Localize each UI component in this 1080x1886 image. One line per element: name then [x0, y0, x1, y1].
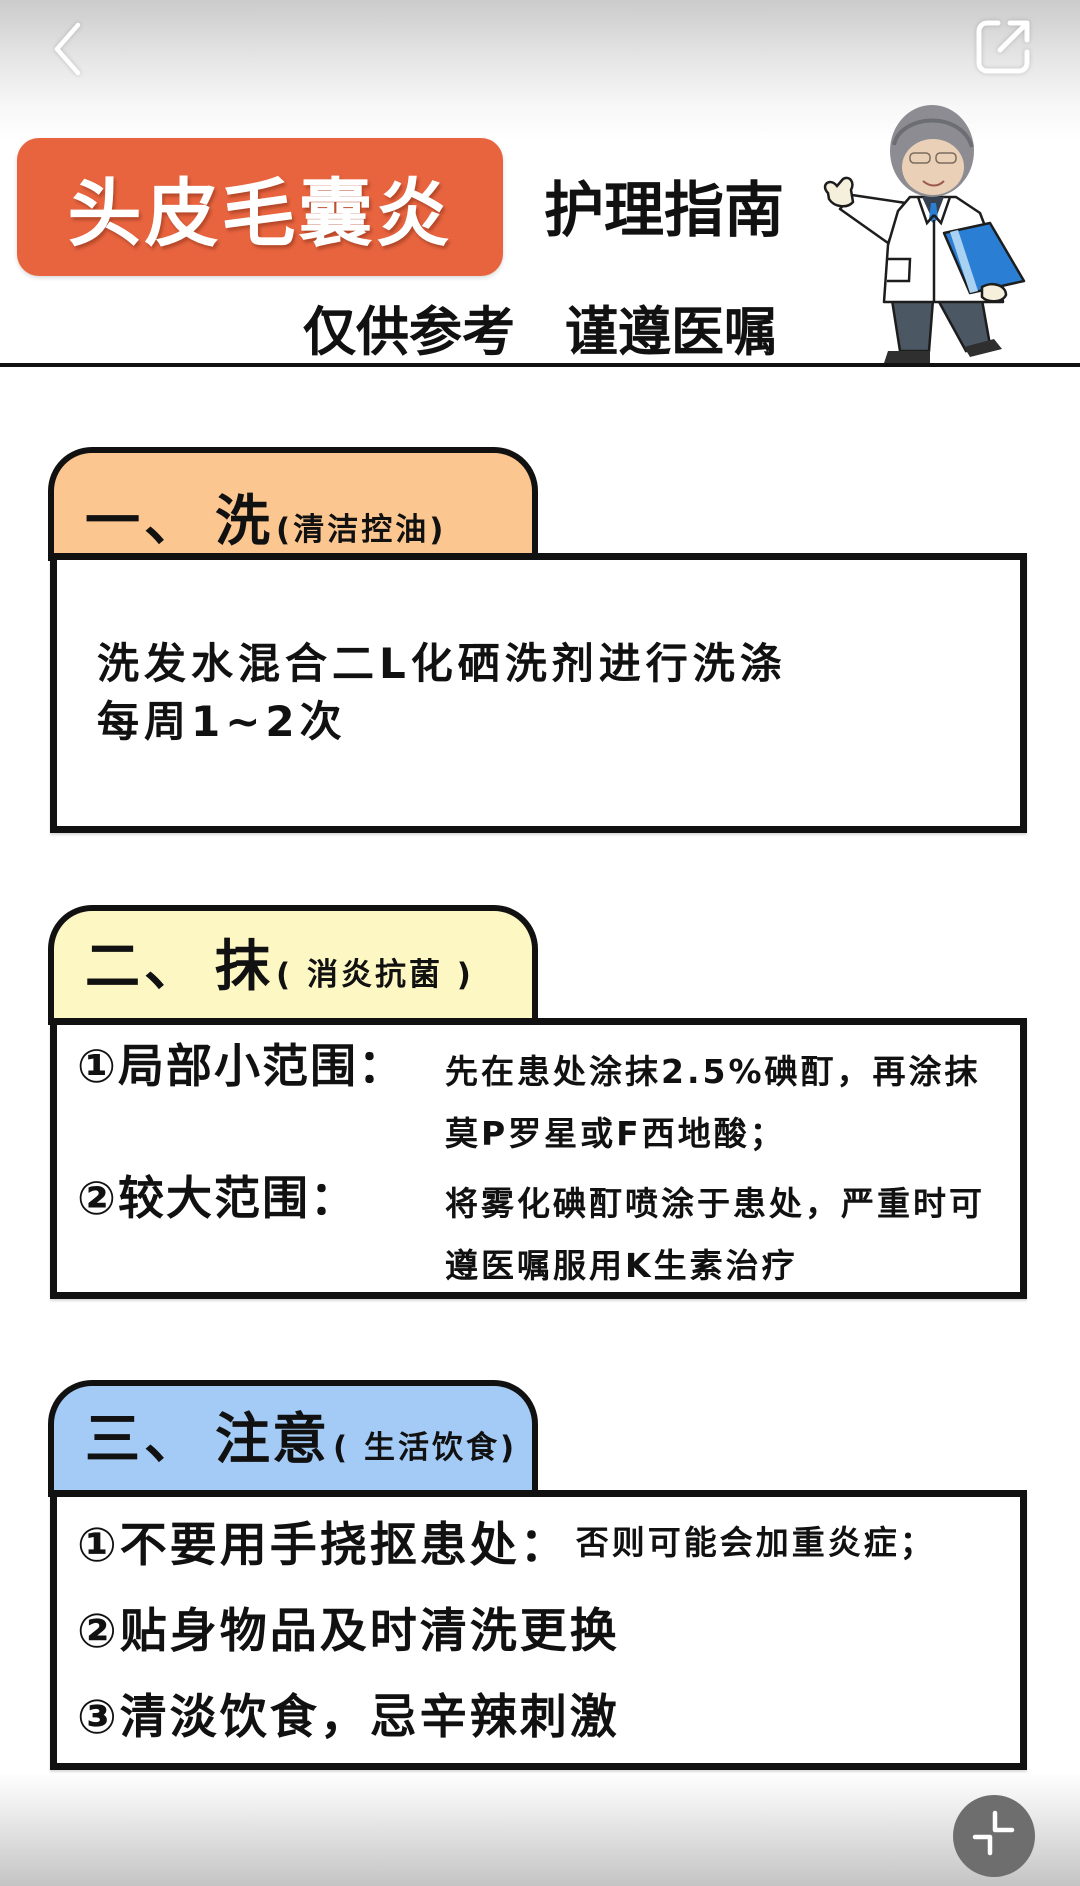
list-item: ①局部小范围： 先在患处涂抹2.5%碘酊，再涂抹 莫P罗星或F西地酸； — [77, 1035, 1017, 1165]
back-button[interactable] — [50, 20, 86, 78]
section-title: 洗 — [215, 489, 273, 553]
section-title: 注意 — [215, 1407, 330, 1471]
section-subtitle: ( 消炎抗菌 ) — [276, 957, 474, 993]
section-subtitle: ( 生活饮食) — [333, 1430, 518, 1466]
item-label: ②较大范围： — [77, 1171, 358, 1225]
section-tab-notes: 三、 注意 ( 生活饮食) — [48, 1380, 538, 1497]
title-badge-text: 头皮毛囊炎 — [67, 170, 453, 257]
item-description-line: 莫P罗星或F西地酸； — [445, 1114, 786, 1153]
item-label: ①不要用手挠抠患处： — [77, 1517, 570, 1573]
section-number: 三、 — [85, 1407, 204, 1471]
doctor-illustration-icon — [823, 105, 1026, 363]
disclaimer-follow-doctor: 谨遵医嘱 — [565, 302, 777, 363]
section-number: 二、 — [85, 934, 204, 998]
share-external-icon — [976, 20, 1030, 74]
top-navigation-bar — [0, 0, 1080, 140]
item-description-line: 将雾化碘酊喷涂于患处，严重时可 — [445, 1184, 985, 1223]
item-description-line: 遵医嘱服用K生素治疗 — [445, 1246, 798, 1285]
list-item: ②较大范围： 将雾化碘酊喷涂于患处，严重时可 遵医嘱服用K生素治疗 — [77, 1167, 1017, 1297]
wash-instruction-line: 洗发水混合二L化硒洗剂进行洗涤 — [97, 639, 787, 688]
chevron-left-icon — [54, 22, 81, 76]
section-body-wash: 洗发水混合二L化硒洗剂进行洗涤 每周1~2次 — [50, 553, 1027, 833]
header-divider — [0, 363, 1080, 367]
disclaimer-reference-only: 仅供参考 — [303, 302, 515, 363]
list-item: ②贴身物品及时清洗更换 — [77, 1583, 1017, 1669]
list-item: ①不要用手挠抠患处： 否则可能会加重炎症； — [77, 1497, 1017, 1583]
item-label: ③清淡饮食，忌辛辣刺激 — [77, 1689, 620, 1745]
item-label: ②贴身物品及时清洗更换 — [77, 1603, 620, 1659]
list-item: ③清淡饮食，忌辛辣刺激 — [77, 1669, 1017, 1755]
section-body-apply: ①局部小范围： 先在患处涂抹2.5%碘酊，再涂抹 莫P罗星或F西地酸； ②较大范… — [50, 1018, 1027, 1299]
item-label: ①局部小范围： — [77, 1039, 406, 1093]
section-subtitle: (清洁控油) — [276, 512, 447, 548]
bottom-gradient-bar — [0, 1772, 1080, 1886]
title-badge: 头皮毛囊炎 — [17, 138, 503, 276]
section-number: 一、 — [85, 489, 204, 553]
section-title: 抹 — [215, 934, 273, 998]
item-note: 否则可能会加重炎症； — [575, 1523, 936, 1562]
section-tab-wash: 一、 洗 (清洁控油) — [48, 447, 538, 561]
collapse-button[interactable] — [953, 1795, 1035, 1877]
item-description-line: 先在患处涂抹2.5%碘酊，再涂抹 — [445, 1052, 981, 1091]
section-tab-apply: 二、 抹 ( 消炎抗菌 ) — [48, 905, 538, 1025]
share-button[interactable] — [972, 16, 1034, 78]
page-title-suffix: 护理指南 — [544, 176, 784, 246]
collapse-icon — [972, 1810, 1015, 1856]
wash-frequency-line: 每周1~2次 — [97, 697, 347, 746]
section-body-notes: ①不要用手挠抠患处： 否则可能会加重炎症； ②贴身物品及时清洗更换 ③清淡饮食，… — [50, 1490, 1027, 1770]
